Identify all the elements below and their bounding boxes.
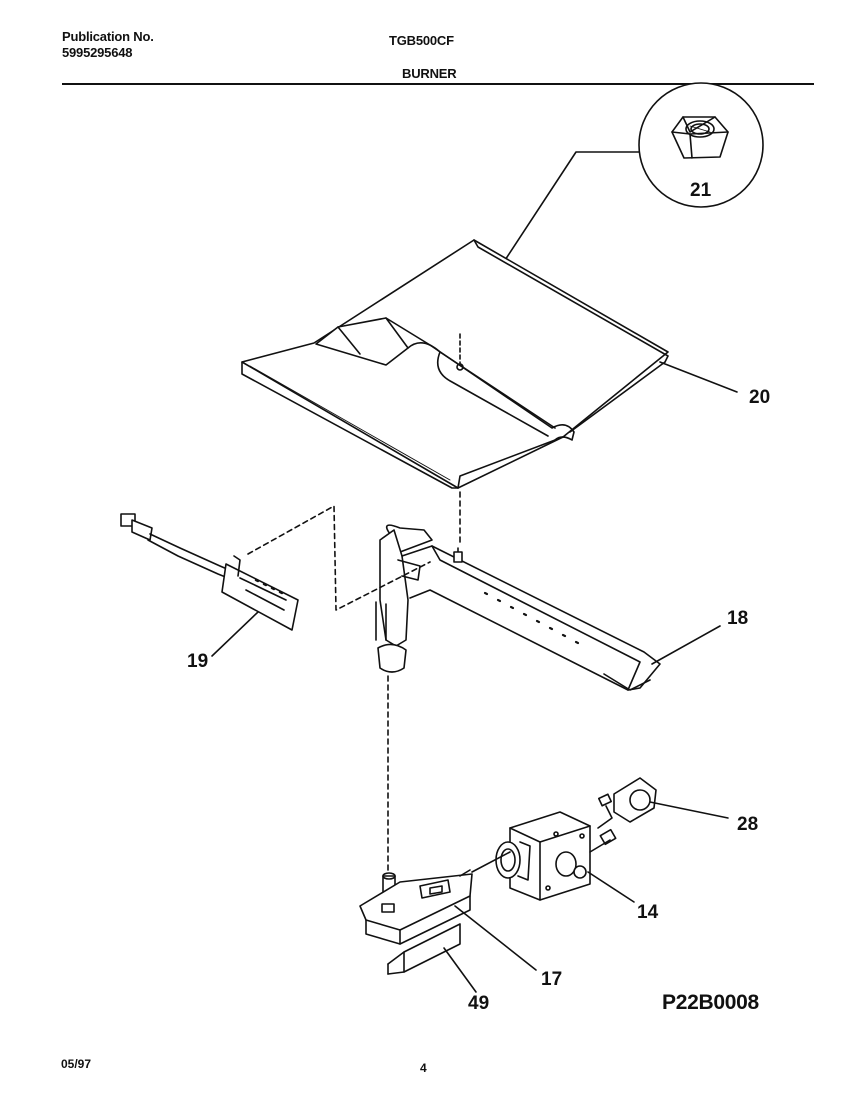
callout-17: 17 [541,969,562,990]
part-49-bracket [387,923,461,975]
leader-49 [443,947,477,993]
header-rule [62,83,814,85]
leader-14 [587,871,635,903]
part-17-orifice-holder [359,869,473,945]
callout-28: 28 [737,814,758,835]
callout-14: 14 [637,902,659,923]
callout-18: 18 [727,608,748,629]
model-number: TGB500CF [389,33,454,48]
leader-20 [659,361,738,393]
publication-number: 5995295648 [62,45,133,60]
leader-17 [454,905,537,971]
publication-label: Publication No. [62,29,154,44]
page-number: 4 [420,1061,427,1075]
part-18-burner-tube [375,524,661,691]
leader-18 [651,625,721,665]
part-21-nut-detail [638,82,764,208]
leader-19 [211,611,259,657]
part-28-fitting [589,777,657,853]
leader-28 [649,801,729,819]
callout-21: 21 [690,180,712,201]
callout-49: 49 [468,993,489,1014]
footer-date: 05/97 [61,1057,92,1071]
figure-id: P22B0008 [662,991,759,1014]
part-14-valve [495,811,591,901]
callout-20: 20 [749,387,770,408]
mounting-outline-19 [247,505,431,611]
section-title: BURNER [402,66,457,81]
part-19-igniter [120,513,299,631]
part-20-burner-shield [241,239,669,489]
callout-19: 19 [187,651,208,672]
